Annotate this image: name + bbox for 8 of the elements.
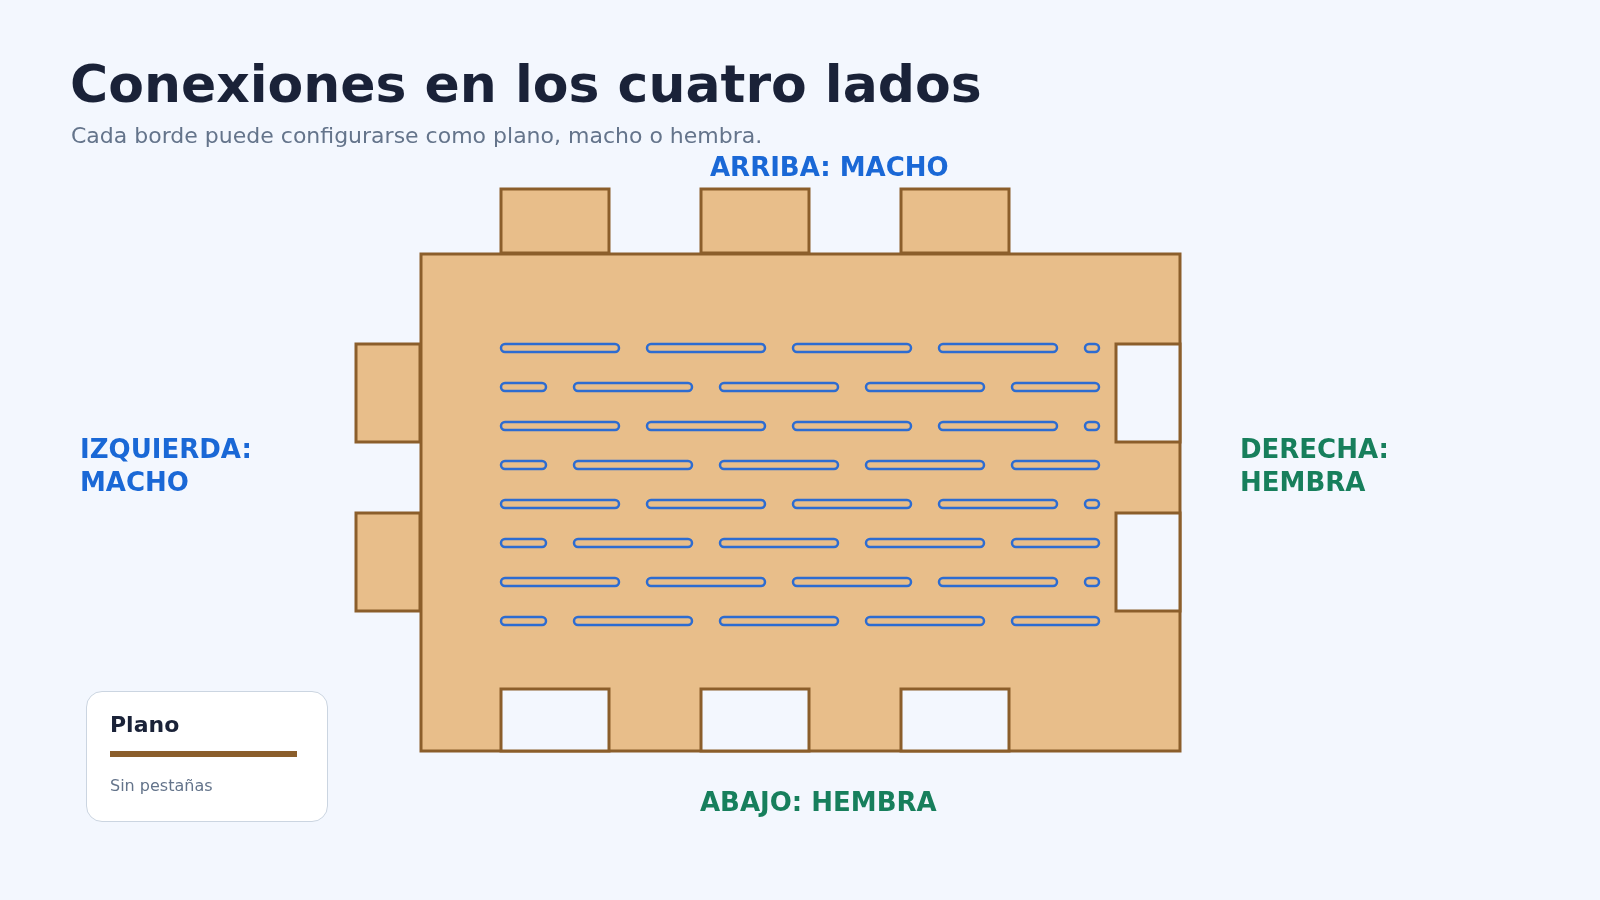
side-label: IZQUIERDA: MACHO: [80, 433, 253, 499]
title: Conexiones en los cuatro lados: [70, 54, 982, 114]
subtitle: Cada borde puede configurarse como plano, macho o hembra.: [71, 122, 763, 150]
legend-note: Sin pestañas: [110, 775, 213, 797]
legend-label: Plano: [110, 711, 180, 739]
side-label: DERECHA: HEMBRA: [1240, 433, 1390, 499]
side-label: ABAJO: HEMBRA: [700, 786, 937, 819]
side-label: ARRIBA: MACHO: [710, 151, 949, 184]
